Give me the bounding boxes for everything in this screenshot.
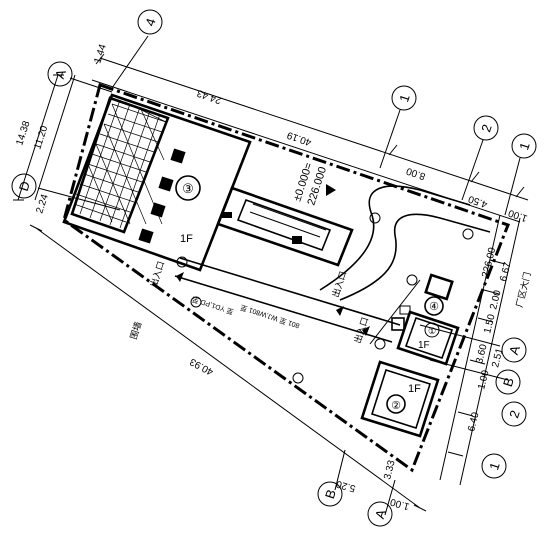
svg-text:2: 2 xyxy=(506,408,523,420)
svg-text:1: 1 xyxy=(486,460,503,472)
dim-4-50: 4.50 xyxy=(467,193,489,210)
road-note-2: 801 至 WJ,W801 至 xyxy=(239,303,300,330)
axis-bubble-A-bottom: A xyxy=(367,501,393,527)
svg-text:1: 1 xyxy=(396,92,413,104)
axis-bubble-A-top: A xyxy=(47,61,73,87)
dim-40-19: 40.19 xyxy=(285,129,313,148)
svg-text:D: D xyxy=(16,179,33,193)
dim-5-20: 5.20 xyxy=(335,478,357,494)
building-3: ③ 1F xyxy=(62,93,252,272)
axis-bubble-1-right: 1 xyxy=(511,133,537,159)
axis-bubble-A-right: A xyxy=(501,337,527,363)
svg-text:A: A xyxy=(52,67,69,80)
label-wall: 围墙 xyxy=(127,320,143,341)
dim-6-40: 6.40 xyxy=(466,411,481,433)
building-1: ① 1F xyxy=(391,305,460,366)
elevation-marker: ±0.000= 226.000 xyxy=(291,161,336,207)
access-road xyxy=(174,185,491,345)
dim-1-00-right: 1.00 xyxy=(476,369,491,391)
grid-axes: 4 A D 1 2 1 A B xyxy=(11,9,537,527)
building-1-number: ① xyxy=(428,326,436,336)
dim-40-93: 40.93 xyxy=(188,355,216,377)
label-exit-mid: 出入口 xyxy=(329,270,348,299)
dim-8-00: 8.00 xyxy=(405,165,427,182)
axis-bubble-4: 4 xyxy=(137,9,163,35)
axis-bubble-B-right: B xyxy=(495,369,521,395)
axis-bubble-2-bottom: 2 xyxy=(501,401,527,427)
dim-14-38: 14.38 xyxy=(14,119,32,147)
dim-11-20: 11.20 xyxy=(32,124,50,151)
building-2: ② 1F xyxy=(360,360,440,438)
dim-1-00-bottom: 1.00 xyxy=(389,496,411,512)
svg-text:2: 2 xyxy=(478,122,495,134)
dim-1-44: 1.44 xyxy=(92,43,109,65)
dim-6-67: 6.67 xyxy=(498,261,513,283)
dim-1-50: 1.50 xyxy=(482,313,497,335)
dim-1-00-top: 1.00 xyxy=(507,207,529,224)
axis-bubble-D: D xyxy=(11,173,37,199)
svg-text:B: B xyxy=(500,376,517,389)
annex-building xyxy=(216,186,354,267)
svg-text:A: A xyxy=(506,343,523,356)
building-1-floor: 1F xyxy=(418,340,430,351)
dim-3-33: 3.33 xyxy=(382,459,397,481)
label-factory-gate: 厂区大门 xyxy=(513,271,532,309)
dimension-lines xyxy=(13,35,529,516)
svg-text:4: 4 xyxy=(142,16,159,28)
dim-226-00: 226.00 xyxy=(480,246,498,279)
trees xyxy=(176,212,474,384)
label-exit-upper: 出入口 xyxy=(147,260,166,289)
dim-2-51: 2.51 xyxy=(490,347,505,369)
dim-24-43: 24.43 xyxy=(195,87,223,106)
dim-2-00: 2.00 xyxy=(488,289,503,311)
building-4: ④ xyxy=(424,273,454,316)
building-2-number: ② xyxy=(391,400,401,412)
building-3-floor: 1F xyxy=(180,233,193,245)
axis-bubble-2-top: 2 xyxy=(473,115,499,141)
building-2-floor: 1F xyxy=(408,383,421,395)
annotations: 出入口 出入口 出入口 围墙 至 YD1,PD 至 801 至 WJ,W801 … xyxy=(127,260,532,345)
building-3-number: ③ xyxy=(182,181,194,196)
site-boundary xyxy=(62,83,510,473)
building-4-number: ④ xyxy=(429,301,439,313)
dim-2-24: 2.24 xyxy=(34,193,51,215)
dim-3-60: 3.60 xyxy=(474,343,489,365)
axis-bubble-1-bottom: 1 xyxy=(481,453,507,479)
svg-text:1: 1 xyxy=(516,140,533,152)
road-note-1: 至 YD1,PD 至 xyxy=(191,295,235,316)
axis-bubble-1-top: 1 xyxy=(391,85,417,111)
